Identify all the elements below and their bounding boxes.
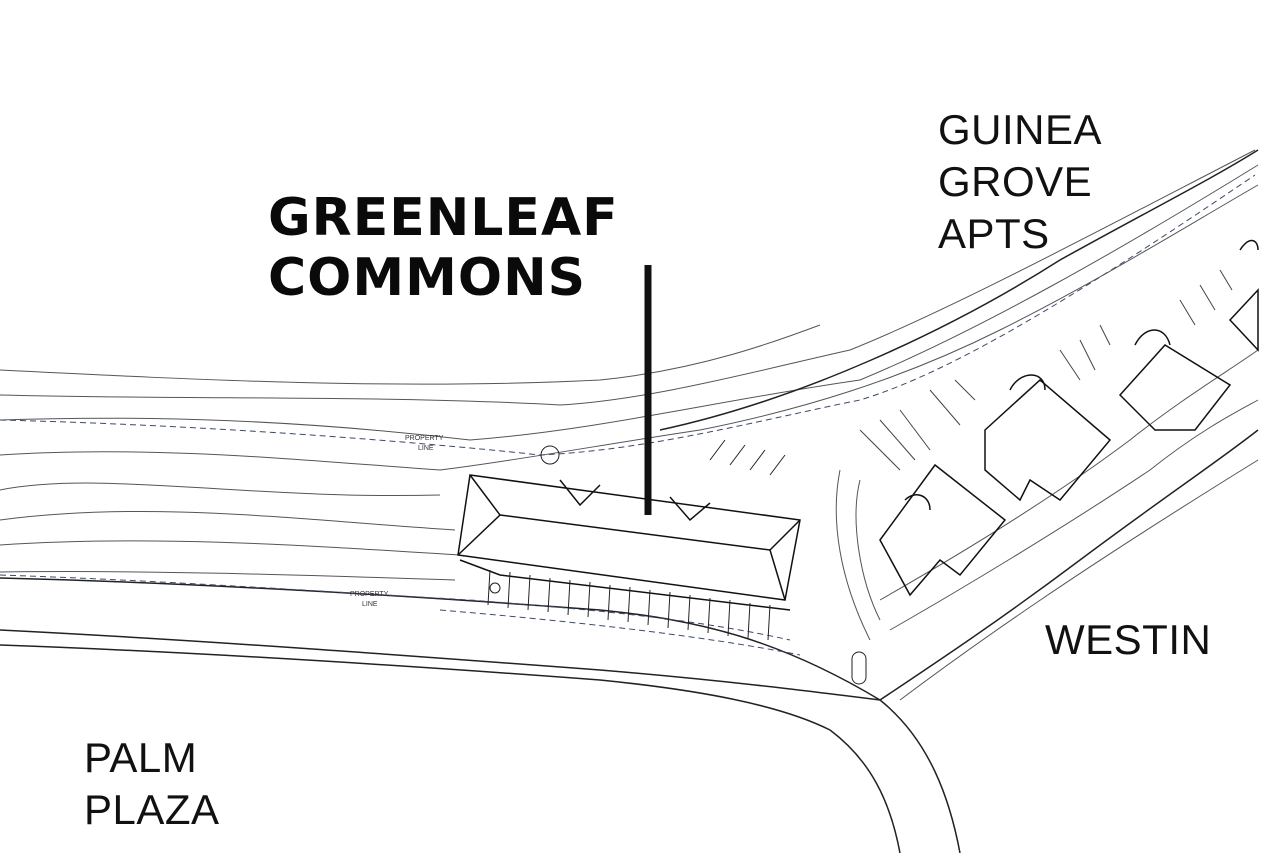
road-edges (0, 149, 1259, 853)
guinea-grove-apts-label: GUINEA GROVE APTS (938, 104, 1102, 260)
svg-text:LINE: LINE (362, 601, 378, 608)
svg-text:PROPERTY: PROPERTY (350, 591, 389, 598)
label-line: APTS (938, 210, 1050, 257)
contour-lines (0, 149, 1259, 701)
westin-label: WESTIN (1045, 616, 1212, 663)
property-line-label-bottom: PROPERTY LINE (350, 591, 389, 608)
greenleaf-commons-label: GREENLEAF COMMONS (268, 188, 619, 308)
label-line: COMMONS (268, 248, 587, 308)
apartment-parking (859, 269, 1233, 471)
label-line: PLAZA (84, 786, 220, 833)
palm-plaza-label: PALM PLAZA (84, 732, 220, 836)
property-line-label-top: PROPERTY LINE (405, 435, 444, 452)
label-line: GROVE (938, 158, 1093, 205)
label-line: PALM (84, 734, 198, 781)
apartment-buildings (879, 239, 1259, 597)
greenleaf-building (457, 474, 801, 611)
parking-stalls (487, 439, 867, 685)
label-line: GUINEA (938, 106, 1103, 153)
property-lines (0, 174, 1256, 656)
label-line: GREENLEAF (268, 188, 619, 248)
svg-text:LINE: LINE (418, 445, 434, 452)
svg-text:PROPERTY: PROPERTY (405, 435, 444, 442)
